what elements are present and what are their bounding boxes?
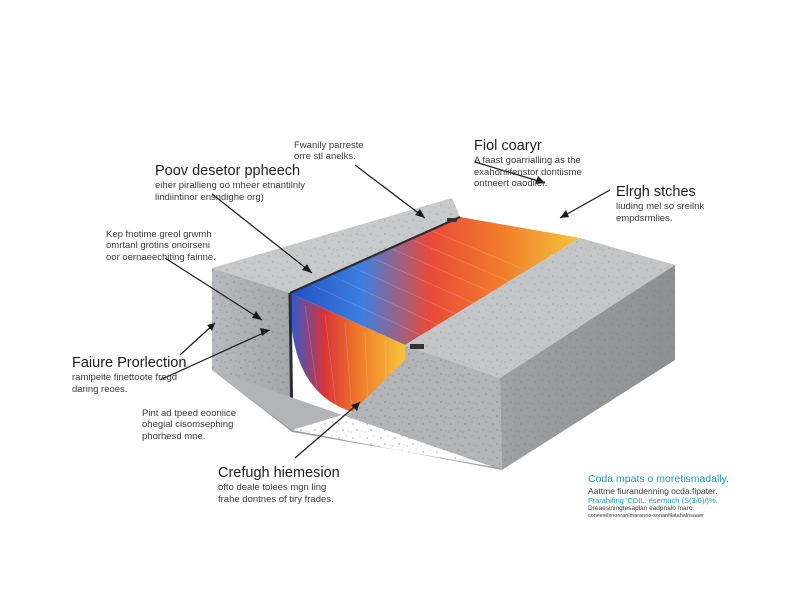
label-poov-desetor: Poov desetor ppheech eiher pirallieng oo… (155, 163, 305, 203)
callout-arrows (159, 161, 611, 459)
label-failure-protection: Faiure Prorlection ramipeite finettoote … (72, 355, 187, 395)
label-corner-note: Coda mpats o moretismadally, Aattme fiur… (588, 473, 730, 519)
label-top-small: Fwanily parreste orre stl anelks. (294, 140, 364, 163)
gradient-layer-front (290, 293, 405, 413)
label-low-left: Pint ad tpeed eooniice ohegial cisomseph… (142, 408, 237, 442)
label-crefugh: Crefugh hiemesion ofto deale tolees mgn … (218, 465, 340, 505)
label-fiol-coaryr: Fiol coaryr A faast goarrialling as the … (474, 138, 582, 190)
gradient-layer-top (290, 217, 580, 345)
label-elrgh-stches: Elrgh stches liuding mel so sreilnk empd… (616, 184, 705, 224)
label-mid-left: Kep fnotime greol grwmh omrtanl grotins … (106, 229, 216, 263)
